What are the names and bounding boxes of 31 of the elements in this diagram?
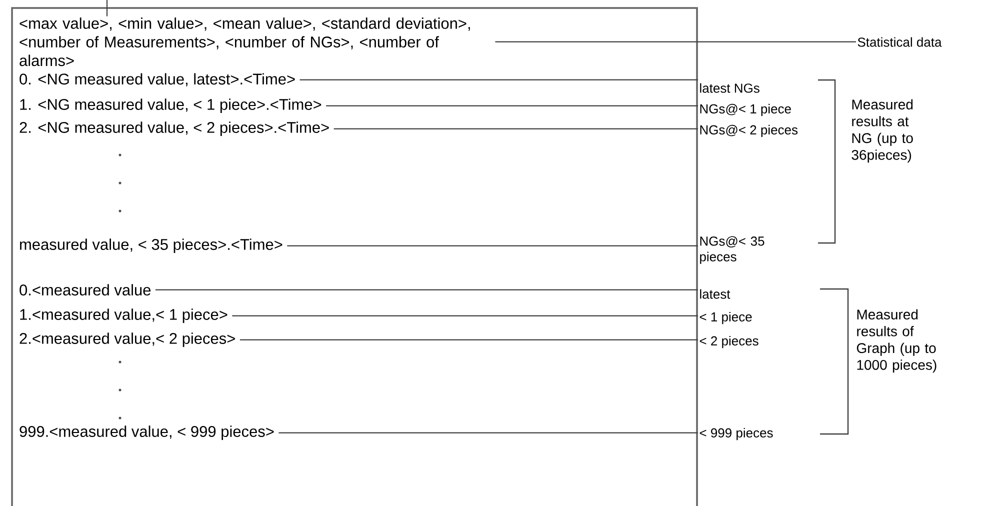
record-text: 2. <NG measured value, < 2 pieces>.<Time> — [20, 122, 329, 136]
field-label: < 1 piece — [700, 312, 752, 324]
field-label: < 999 pieces — [700, 428, 773, 440]
leader-line — [334, 128, 698, 130]
field-label: NGs@< 1 piece — [700, 104, 791, 116]
record-text: 0.<measured value — [20, 284, 151, 296]
bracket-label: Measured results at NG (up to 36pieces) — [852, 99, 913, 163]
record-text: measured value, < 35 pieces>.<Time> — [20, 238, 282, 254]
field-label: NGs@< 2 pieces — [700, 124, 798, 138]
field-label: Statistical data — [858, 37, 942, 47]
leader-line — [326, 105, 698, 106]
leader-line — [495, 41, 856, 42]
record-text: 1. <NG measured value, < 1 piece>.<Time> — [20, 98, 322, 114]
record-text: <max value>, <min value>, <mean value>, <standard deviation>, <number of Measurements>, <number of NGs>, <number of alarms> — [20, 18, 470, 66]
leader-line — [287, 245, 698, 246]
field-label: latest — [700, 289, 730, 299]
record-text: 0. <NG measured value, latest>.<Time> — [20, 73, 295, 86]
bracket-label: Measured results of Graph (up to 1000 pieces) — [856, 309, 936, 373]
leader-line — [106, 0, 108, 16]
leader-line — [240, 339, 698, 340]
leader-line — [232, 315, 698, 316]
field-label: NGs@< 35 pieces — [700, 236, 764, 264]
record-text: 2.<measured value,< 2 pieces> — [20, 332, 235, 348]
leader-line — [300, 79, 698, 80]
field-label: latest NGs — [700, 83, 760, 93]
leader-line — [155, 289, 698, 290]
leader-line — [278, 432, 698, 434]
record-frame — [11, 7, 698, 506]
record-text: 1.<measured value,< 1 piece> — [20, 308, 228, 324]
field-label: < 2 pieces — [700, 336, 758, 348]
record-text: 999.<measured value, < 999 pieces> — [20, 426, 274, 440]
